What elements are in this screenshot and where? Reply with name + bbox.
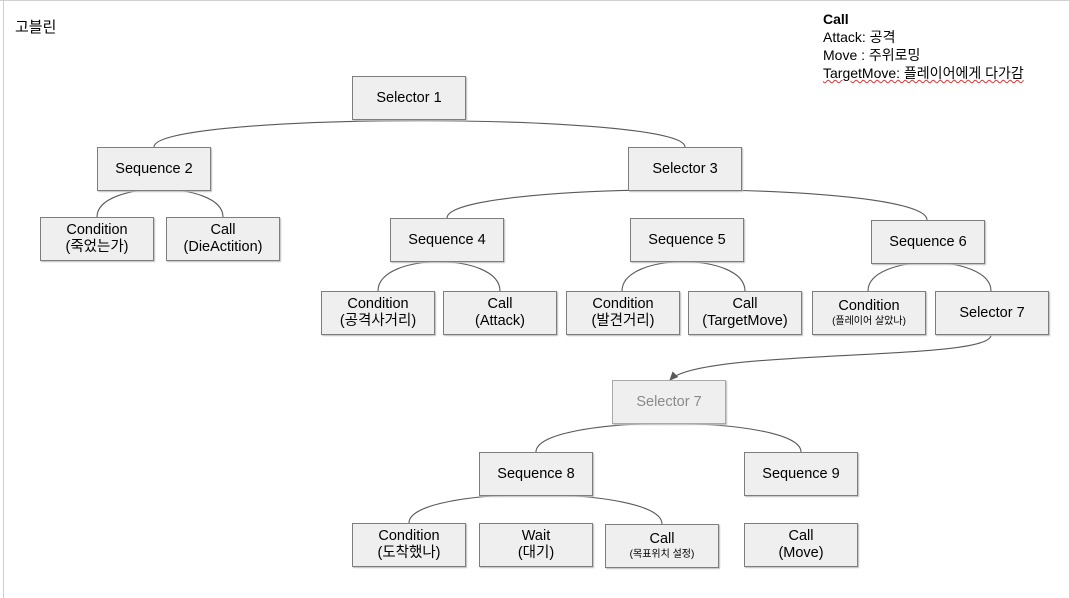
node-label: Call bbox=[487, 296, 513, 312]
link-selector1-children bbox=[153, 120, 686, 148]
node-condition-detect-range[interactable]: Condition (발견거리) bbox=[566, 291, 680, 335]
node-sublabel: (발견거리) bbox=[591, 313, 655, 329]
node-sequence-2[interactable]: Sequence 2 bbox=[97, 147, 211, 191]
node-condition-attack-range[interactable]: Condition (공격사거리) bbox=[321, 291, 435, 335]
node-label: Sequence 2 bbox=[115, 160, 193, 177]
link-sequence8-children bbox=[408, 494, 663, 525]
node-call-attack[interactable]: Call (Attack) bbox=[443, 291, 557, 335]
node-sublabel: (도착했나) bbox=[377, 545, 441, 561]
node-selector-3[interactable]: Selector 3 bbox=[628, 147, 742, 191]
page-border-left bbox=[3, 0, 4, 598]
node-sequence-5[interactable]: Sequence 5 bbox=[630, 218, 744, 262]
link-sequence2-children bbox=[96, 188, 224, 218]
link-sequence6-children bbox=[867, 262, 992, 292]
node-label: Sequence 5 bbox=[648, 231, 726, 248]
node-condition-dead[interactable]: Condition (죽었는가) bbox=[40, 217, 154, 261]
node-label: Call bbox=[210, 222, 236, 238]
legend: Call Attack: 공격 Move : 주위로밍 TargetMove: … bbox=[823, 10, 1024, 82]
legend-line-move: Move : 주위로밍 bbox=[823, 47, 921, 63]
node-condition-player-alive[interactable]: Condition (플레이어 살았나) bbox=[812, 291, 926, 335]
node-selector-7-expanded[interactable]: Selector 7 bbox=[612, 380, 726, 424]
node-selector-1[interactable]: Selector 1 bbox=[352, 76, 466, 120]
node-label: Sequence 8 bbox=[497, 465, 575, 482]
node-label: Selector 7 bbox=[959, 304, 1025, 321]
node-sublabel: (죽었는가) bbox=[65, 239, 129, 255]
node-call-die[interactable]: Call (DieActition) bbox=[166, 217, 280, 261]
node-sequence-9[interactable]: Sequence 9 bbox=[744, 452, 858, 496]
node-label: Call bbox=[788, 528, 814, 544]
page-border-top bbox=[0, 0, 1069, 1]
node-sequence-6[interactable]: Sequence 6 bbox=[871, 220, 985, 264]
diagram-title: 고블린 bbox=[15, 19, 57, 36]
node-label: Selector 7 bbox=[636, 393, 702, 410]
legend-line-attack: Attack: 공격 bbox=[823, 29, 896, 45]
node-call-targetmove[interactable]: Call (TargetMove) bbox=[688, 291, 802, 335]
node-sequence-4[interactable]: Sequence 4 bbox=[390, 218, 504, 262]
node-label: Call bbox=[732, 296, 758, 312]
node-sublabel: (공격사거리) bbox=[339, 313, 417, 329]
link-selector7sub-children bbox=[535, 423, 802, 453]
node-label: Condition bbox=[378, 528, 440, 544]
legend-line-targetmove: TargetMove: 플레이어에게 다가감 bbox=[823, 65, 1024, 81]
node-sublabel: (대기) bbox=[517, 545, 555, 561]
node-sublabel: (DieActition) bbox=[183, 239, 263, 255]
node-wait[interactable]: Wait (대기) bbox=[479, 523, 593, 567]
link-sequence4-children bbox=[377, 261, 501, 292]
node-sublabel: (Attack) bbox=[475, 313, 525, 329]
node-label: Sequence 4 bbox=[408, 231, 486, 248]
legend-heading: Call bbox=[823, 11, 849, 27]
node-label: Sequence 6 bbox=[889, 233, 967, 250]
node-label: Call bbox=[649, 531, 675, 547]
link-selector3-children bbox=[446, 189, 928, 221]
link-sequence5-children bbox=[621, 261, 746, 292]
node-sequence-8[interactable]: Sequence 8 bbox=[479, 452, 593, 496]
node-label: Sequence 9 bbox=[762, 465, 840, 482]
node-call-set-goal[interactable]: Call (목표위치 설정) bbox=[605, 524, 719, 568]
node-condition-arrived[interactable]: Condition (도착했나) bbox=[352, 523, 466, 567]
node-sublabel: (플레이어 살았나) bbox=[832, 316, 906, 327]
link-selector7-goto bbox=[669, 334, 992, 381]
node-sublabel: (목표위치 설정) bbox=[629, 549, 695, 560]
node-label: Selector 1 bbox=[376, 89, 442, 106]
node-label: Wait bbox=[521, 528, 551, 544]
node-label: Condition bbox=[347, 296, 409, 312]
node-call-move[interactable]: Call (Move) bbox=[744, 523, 858, 567]
node-sublabel: (TargetMove) bbox=[702, 313, 788, 329]
node-label: Condition bbox=[838, 298, 900, 314]
node-label: Selector 3 bbox=[652, 160, 718, 177]
node-sublabel: (Move) bbox=[778, 545, 824, 561]
node-label: Condition bbox=[66, 222, 128, 238]
node-selector-7[interactable]: Selector 7 bbox=[935, 291, 1049, 335]
node-label: Condition bbox=[592, 296, 654, 312]
